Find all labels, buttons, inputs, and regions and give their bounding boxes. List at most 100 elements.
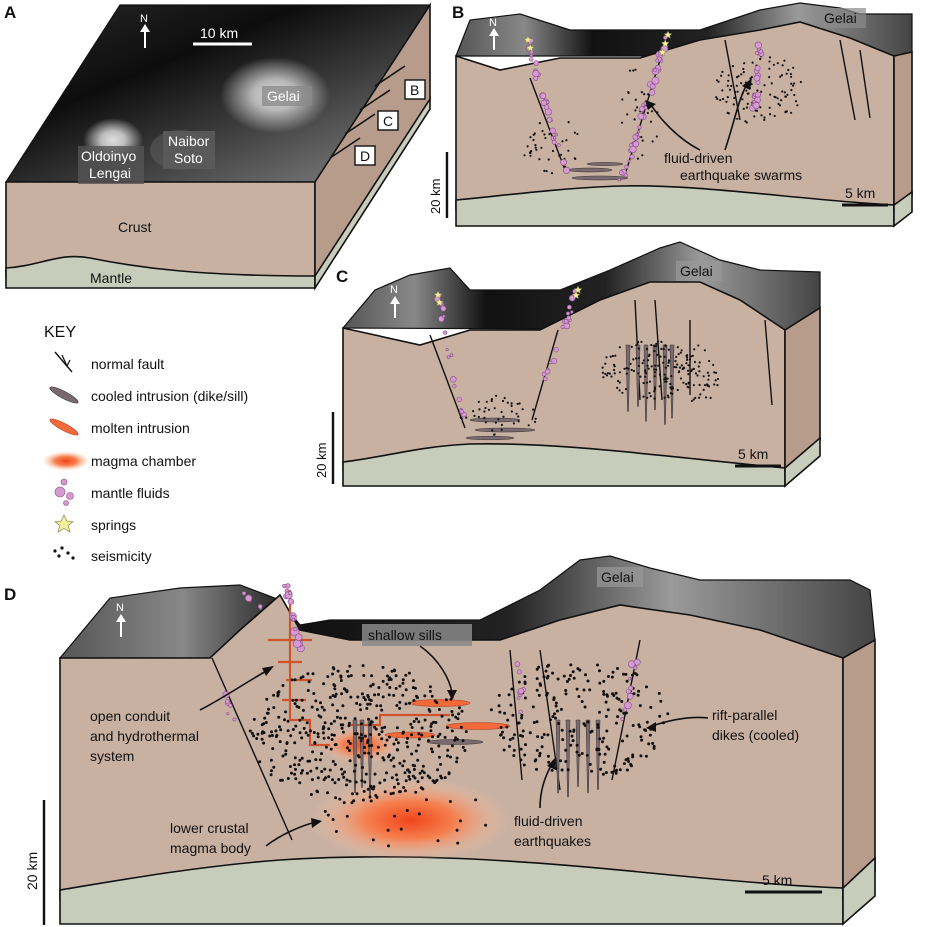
seismic-event: [577, 695, 581, 698]
seismic-event: [530, 150, 533, 153]
seismic-event: [784, 110, 787, 113]
seismic-event: [306, 733, 310, 737]
seismic-event: [403, 789, 407, 793]
seismic-event: [534, 144, 537, 147]
seismic-event: [294, 724, 298, 728]
seismic-event: [264, 721, 268, 724]
seismic-event: [329, 747, 333, 751]
seismic-event: [412, 720, 416, 723]
seismic-event: [535, 720, 539, 724]
seismic-event: [278, 740, 282, 744]
sill-c-3: [465, 435, 515, 441]
seismic-event: [332, 719, 336, 723]
seismic-event: [645, 381, 649, 384]
seismic-event: [698, 383, 701, 386]
seismic-event: [383, 743, 387, 747]
seismic-event: [331, 760, 335, 763]
seismic-event: [574, 157, 577, 160]
panel-c-mantle-side: [784, 436, 821, 488]
seismic-event: [790, 82, 793, 85]
panel-label-c: C: [336, 267, 348, 286]
fluid-bubble: [632, 140, 640, 148]
seismic-event: [323, 809, 327, 813]
seismic-event: [353, 717, 357, 721]
seismic-event: [378, 781, 382, 785]
depth-scale-b-label: 20 km: [428, 179, 443, 214]
seismic-event: [540, 146, 543, 149]
seismic-event: [602, 679, 606, 683]
seismic-event: [621, 98, 624, 101]
seismic-event: [632, 369, 636, 373]
seismic-event: [417, 812, 421, 816]
leader-b-1-head: [645, 100, 656, 110]
seismic-event: [540, 736, 544, 739]
seismic-event: [520, 713, 524, 717]
seismic-event: [431, 750, 434, 754]
seismic-event: [576, 132, 579, 136]
seismic-event: [389, 792, 393, 796]
seismic-event: [355, 701, 359, 705]
seismic-event: [706, 371, 709, 374]
seismic-event: [359, 739, 363, 743]
seismic-event: [411, 679, 415, 683]
seismic-event: [678, 366, 682, 369]
seismic-event: [666, 377, 669, 380]
seismic-event: [286, 777, 290, 780]
seismic-event: [541, 129, 544, 133]
seismic-event: [364, 772, 368, 776]
seismic-event: [785, 72, 788, 75]
seismic-event: [413, 776, 417, 780]
depth-scale-d-label: 20 km: [24, 852, 40, 890]
seismic-event: [367, 717, 370, 721]
seismic-event: [740, 82, 743, 85]
seismic-event: [651, 140, 654, 143]
seismic-event: [406, 736, 409, 740]
seismic-event: [676, 388, 679, 392]
seismic-event: [490, 399, 493, 403]
seismic-event: [677, 353, 680, 356]
seismic-event: [438, 755, 441, 759]
seismic-event: [300, 756, 304, 760]
fluid-bubble: [533, 60, 540, 66]
seismic-event: [535, 148, 538, 151]
seismic-event: [352, 799, 356, 803]
seismic-event: [636, 157, 640, 160]
seismic-event: [425, 798, 428, 802]
seismic-event: [517, 415, 520, 418]
fluid-bubble: [518, 709, 523, 715]
seismic-event: [660, 347, 663, 350]
seismic-event: [408, 770, 412, 774]
seismic-event: [630, 345, 633, 348]
seismic-event: [260, 731, 264, 735]
seismic-event: [298, 781, 302, 785]
seismic-event: [360, 722, 363, 726]
seismic-event: [373, 772, 377, 776]
molten-intrusion-icon: [49, 418, 79, 436]
seismic-event: [355, 792, 359, 796]
seismic-event: [664, 380, 667, 383]
seismic-event: [793, 93, 796, 97]
seismic-event: [653, 349, 656, 353]
seismic-event: [647, 354, 651, 358]
panel-d-crust-side: [842, 638, 876, 902]
fluid-bubble: [618, 170, 624, 175]
seismic-event: [360, 736, 364, 740]
seismic-event: [379, 704, 383, 708]
seismic-event: [454, 715, 458, 719]
seismic-event: [396, 782, 400, 786]
seismic-event: [621, 391, 624, 394]
seismic-event: [366, 694, 370, 697]
seismic-event: [656, 340, 660, 343]
seismic-event: [501, 730, 504, 734]
cooled-dike: [635, 344, 641, 407]
seismic-event: [416, 780, 420, 784]
seismic-event: [608, 372, 612, 375]
seismic-event: [293, 741, 297, 745]
fluid-bubble: [232, 717, 237, 722]
seismic-event: [460, 709, 464, 713]
seismic-event: [625, 768, 629, 772]
seismic-event: [346, 746, 349, 750]
horizontal-scale-b-label: 5 km: [845, 185, 875, 201]
fault-b-5: [859, 49, 871, 119]
seismic-event: [331, 694, 335, 698]
